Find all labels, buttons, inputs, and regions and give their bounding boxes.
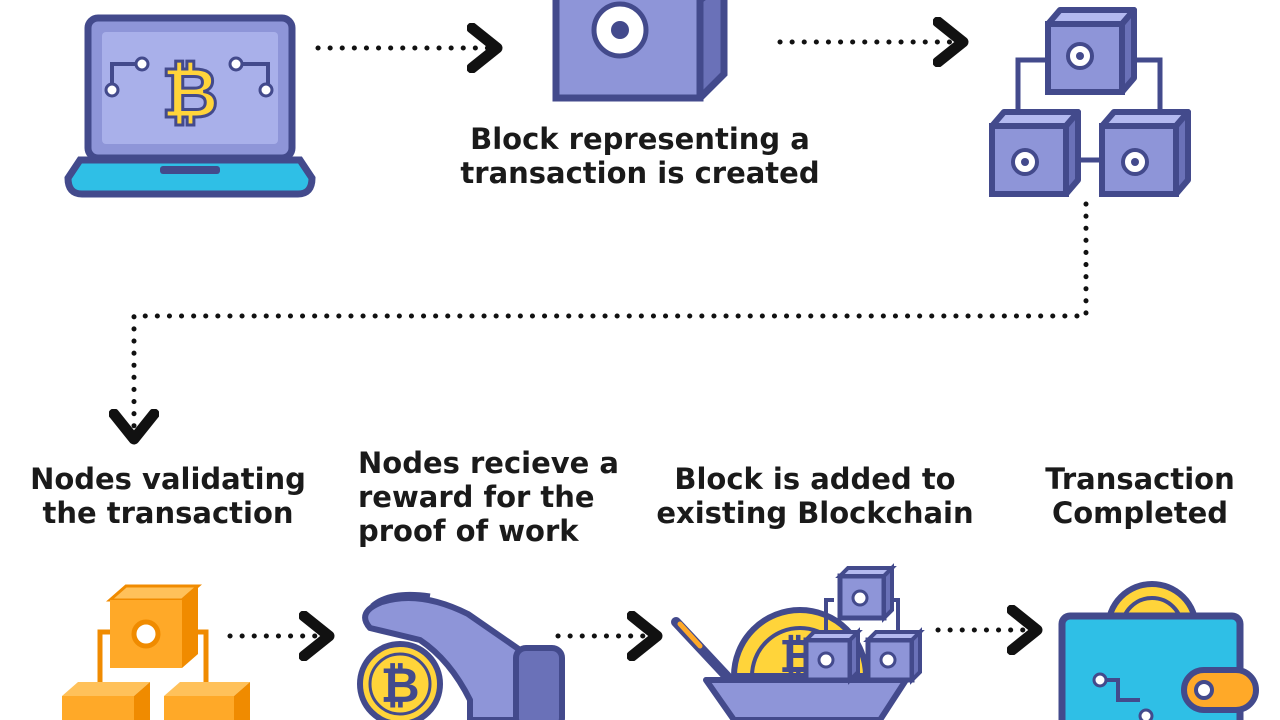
step-label-block-created: Block representing a transaction is crea… xyxy=(460,122,820,190)
step-label-reward: Nodes recieve a reward for the proof of … xyxy=(358,446,619,548)
laptop-bitcoin-icon: ₿ xyxy=(64,14,316,198)
block-cube-icon xyxy=(552,0,728,102)
wallet-coin-icon xyxy=(1058,581,1259,720)
bitcoin-symbol: ₿ xyxy=(380,658,419,714)
mining-cart-blockchain-icon: ₿ xyxy=(671,563,925,720)
arrow-network-to-validating xyxy=(134,201,1089,434)
step-label-validating: Nodes validating the transaction xyxy=(30,462,306,530)
flow-connectors xyxy=(134,42,1089,636)
step-label-completed: Transaction Completed xyxy=(1045,462,1235,530)
step-label-added: Block is added to existing Blockchain xyxy=(656,462,974,530)
orange-block-network-icon xyxy=(62,584,250,720)
hand-bitcoin-icon: ₿ xyxy=(357,591,565,720)
block-network-icon xyxy=(989,7,1191,197)
bitcoin-symbol: ₿ xyxy=(161,52,218,134)
